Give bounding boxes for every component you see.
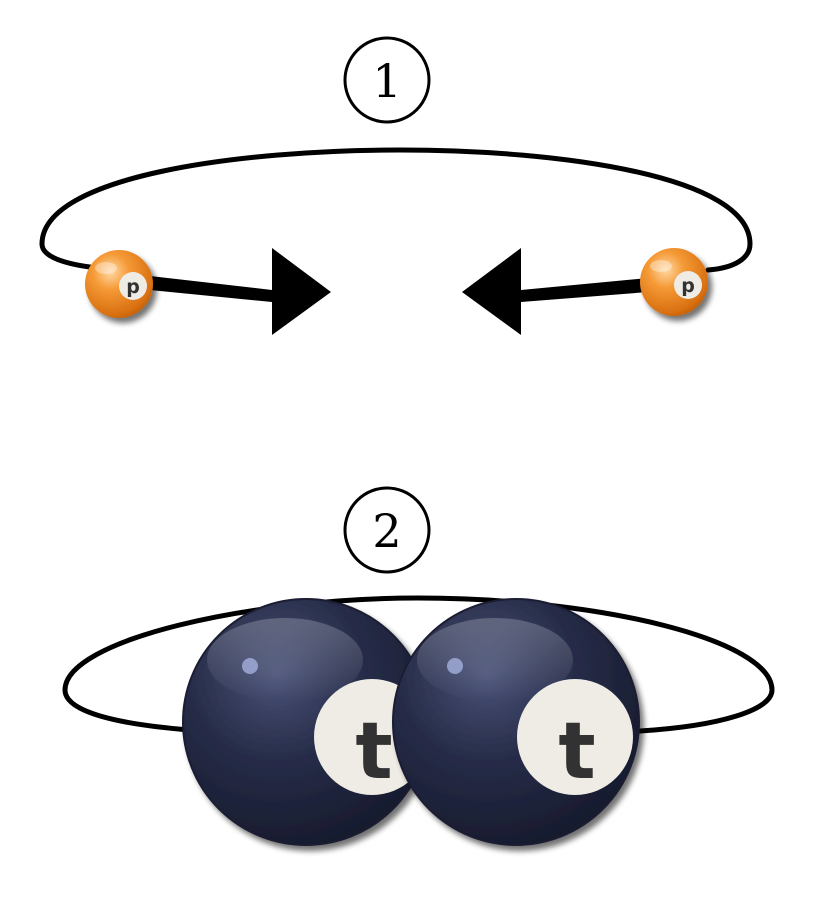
step-1-badge: 1 [343,36,431,124]
step-2: 2 t t [62,486,775,846]
proton-left-label: p [126,276,140,298]
step-1: 1 p p [39,36,753,335]
step-2-orbit [62,595,775,734]
step-1-orbit [39,147,753,273]
top-quark-right-label: t [558,707,595,797]
step-1-orbit-tail [39,241,101,271]
arrow-right [150,248,331,335]
step-1-circle [343,36,431,124]
proton-right: p [640,248,708,316]
step-2-circle [343,486,431,574]
step-2-label: 2 [372,504,401,558]
top-quark-left-label: t [355,707,392,797]
proton-left: p [85,250,153,318]
step-1-label: 1 [372,54,401,108]
proton-right-label-disk [674,271,702,299]
proton-left-label-disk [119,272,147,300]
top-quark-right-label-disk [517,679,633,795]
step-2-badge: 2 [343,486,431,574]
top-quark-right: t [392,598,640,846]
proton-right-label: p [681,275,695,297]
arrow-left [462,248,648,335]
